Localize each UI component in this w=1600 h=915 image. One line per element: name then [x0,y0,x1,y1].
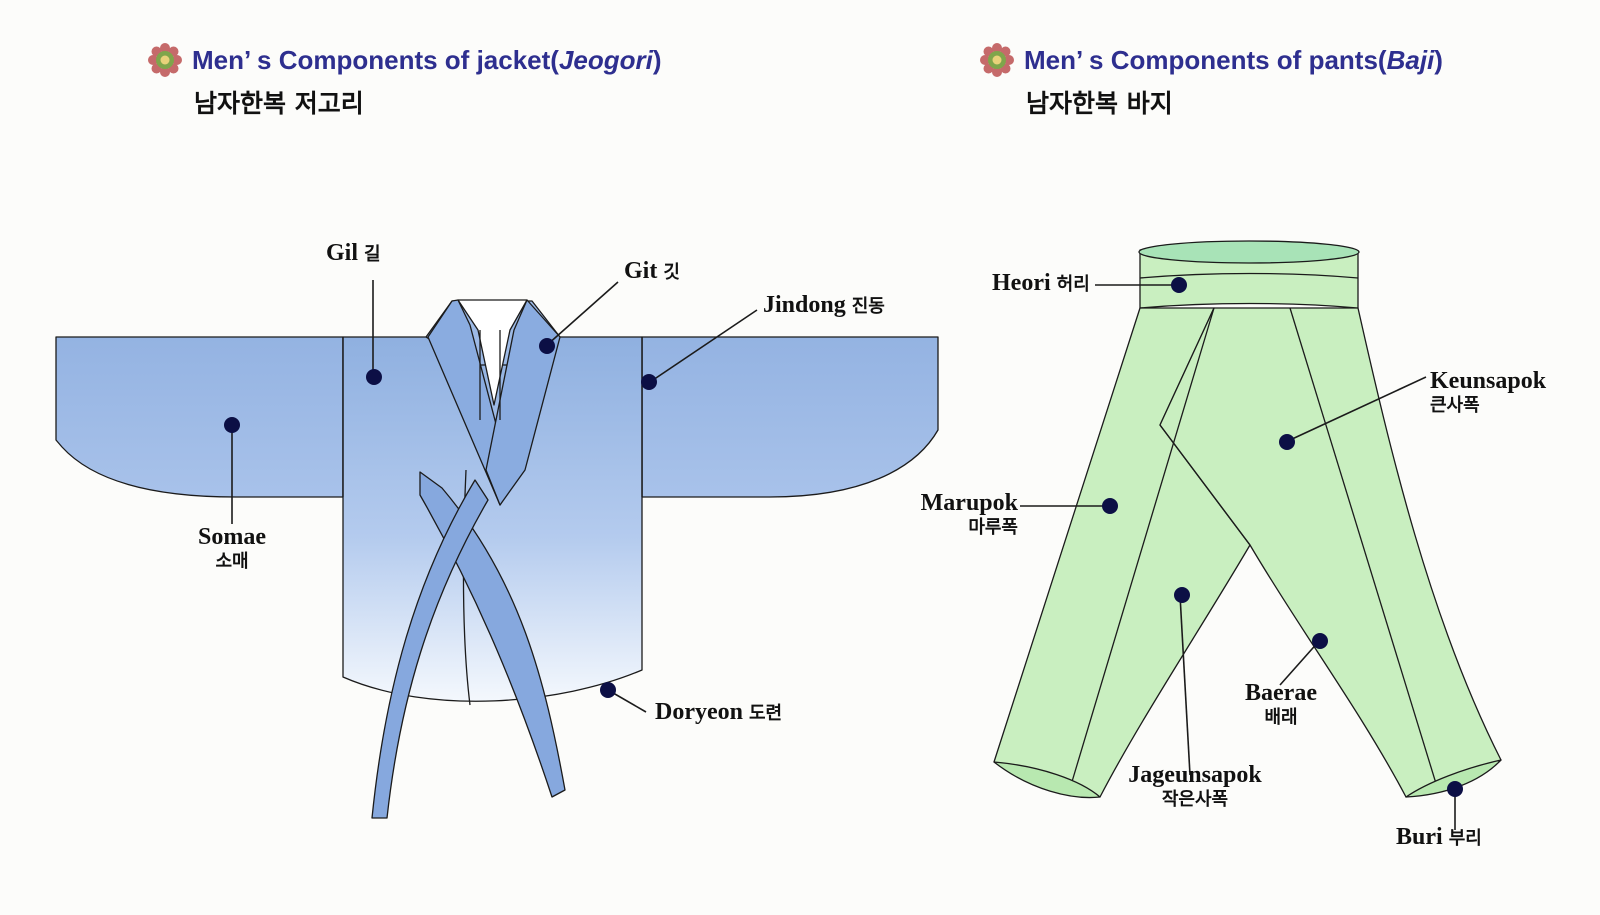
pants-heading: Men’ s Components of pants(Baji) 남자한복 바지 [980,40,1443,120]
jacket-heading: Men’ s Components of jacket(Jeogori) 남자한… [148,40,662,120]
pants-illustration [993,240,1502,830]
jacket-title: Men’ s Components of jacket(Jeogori) [192,44,662,75]
marker-heori [1171,277,1187,293]
marker-somae [224,417,240,433]
pants-title: Men’ s Components of pants(Baji) [1024,44,1443,75]
marker-jageunsapok [1174,587,1190,603]
marker-gil [366,369,382,385]
marker-doryeon [600,682,616,698]
marker-keunsapok [1279,434,1295,450]
jacket-tie-short [371,479,489,819]
marker-git [539,338,555,354]
flower-emblem-icon [980,43,1014,77]
jacket-title-korean: 남자한복 저고리 [194,89,364,118]
marker-jindong [641,374,657,390]
jacket-diagram-panel: Men’ s Components of jacket(Jeogori) 남자한… [55,40,939,819]
flower-emblem-icon [148,43,182,77]
jacket-illustration [55,280,939,819]
marker-buri [1447,781,1463,797]
pants-title-korean: 남자한복 바지 [1026,89,1173,118]
jacket-right-sleeve [641,336,939,498]
pants-diagram-panel: Men’ s Components of pants(Baji) 남자한복 바지 [921,0,1600,915]
marker-baerae [1312,633,1328,649]
jacket-left-sleeve [55,336,344,498]
marker-marupok [1102,498,1118,514]
